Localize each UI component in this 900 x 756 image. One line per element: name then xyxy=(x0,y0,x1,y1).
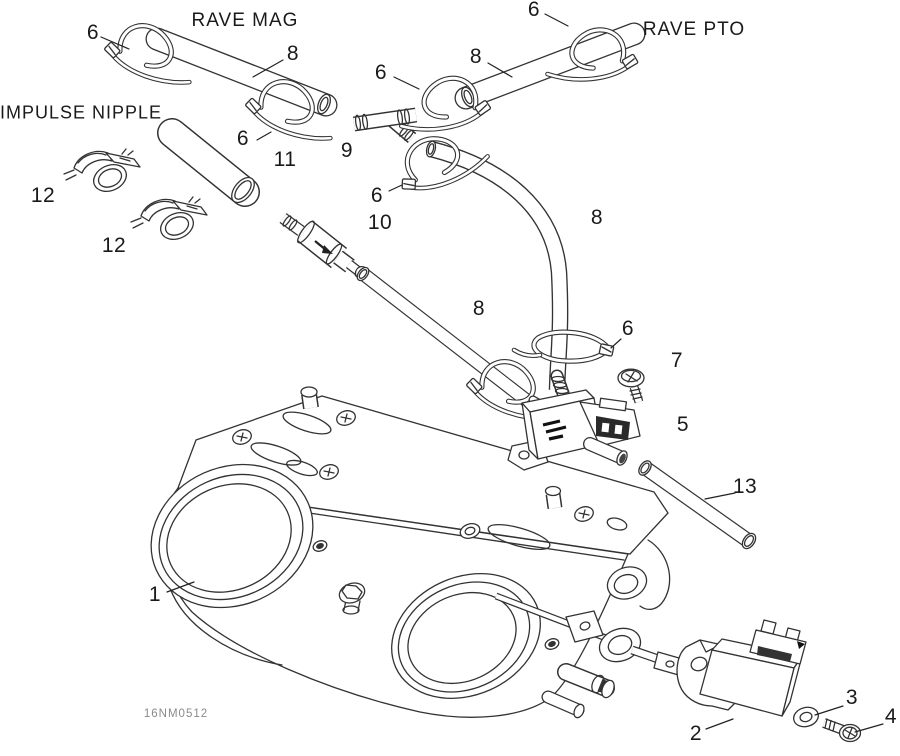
tee-fitting xyxy=(352,107,418,143)
hose-clamp xyxy=(130,196,208,245)
hose-rave-mag xyxy=(145,27,338,117)
check-valve xyxy=(279,213,364,278)
hose-clamp xyxy=(63,148,141,197)
sensor-bracket-assembly xyxy=(676,619,807,717)
throttle-body xyxy=(150,386,687,719)
throttle-bores xyxy=(150,463,541,699)
mount-screw xyxy=(822,718,862,743)
cable-tie xyxy=(511,329,615,364)
deck-studs xyxy=(300,386,563,510)
leader-lines xyxy=(100,13,884,733)
valve-screw xyxy=(617,368,645,404)
solenoid-valve xyxy=(507,369,641,471)
cable-tie xyxy=(393,70,493,138)
hose-rave-pto xyxy=(454,22,646,110)
washer xyxy=(793,706,819,728)
hose-lower xyxy=(355,266,533,407)
throttle-shaft xyxy=(494,592,687,677)
deck-screws xyxy=(232,410,594,539)
hex-bolt xyxy=(338,582,366,615)
hose-13 xyxy=(638,460,757,550)
body-screws xyxy=(312,540,560,650)
impulse-hose xyxy=(157,118,260,207)
fuel-nipples xyxy=(541,663,615,719)
hose-solenoid xyxy=(425,140,569,391)
